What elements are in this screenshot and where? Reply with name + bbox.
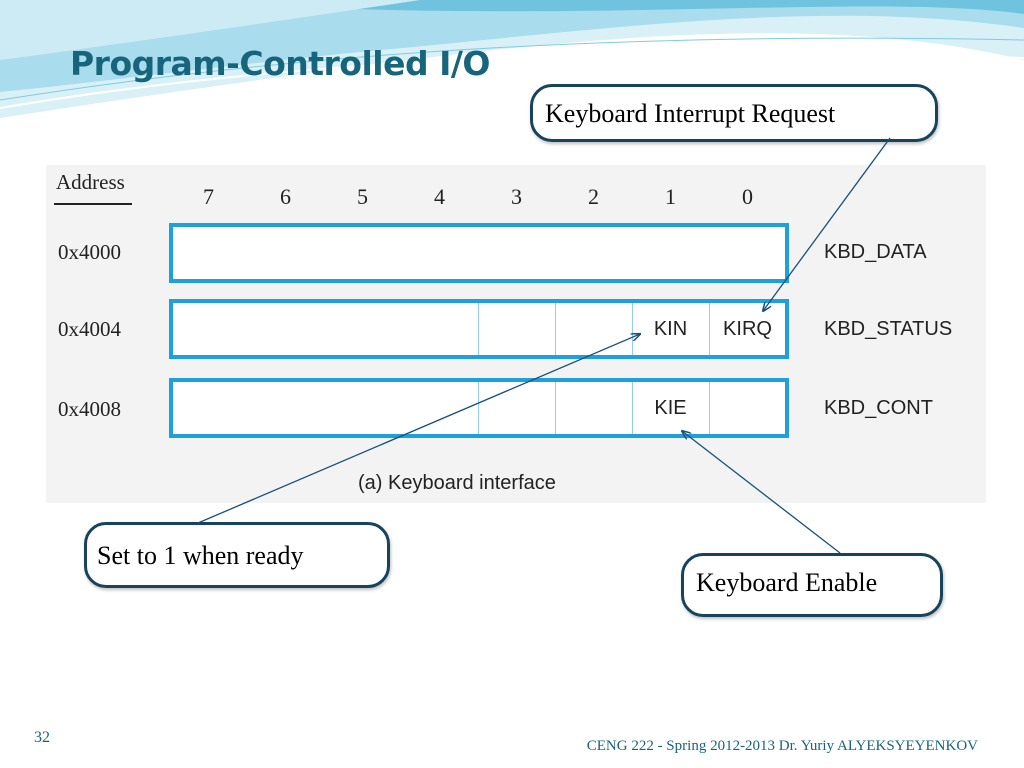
bit-label-kie: KIE: [654, 397, 687, 419]
bit-number-5: 5: [357, 184, 368, 209]
register-address-cont: 0x4008: [58, 397, 121, 421]
register-name-cont: KBD_CONT: [824, 397, 933, 419]
cell-divider: [632, 303, 633, 355]
callout-keyboard-enable: Keyboard Enable: [681, 553, 943, 617]
register-address-data: 0x4000: [58, 240, 121, 264]
register-name-data: KBD_DATA: [824, 241, 927, 263]
bit-number-4: 4: [434, 184, 445, 209]
callout-set-to-1-when-ready: Set to 1 when ready: [84, 522, 390, 588]
register-kbd-cont: KIE: [169, 378, 789, 438]
page-number: 32: [34, 729, 50, 746]
bit-number-6: 6: [280, 184, 291, 209]
register-address-status: 0x4004: [58, 317, 121, 341]
cell-divider: [709, 382, 710, 434]
footer-text: CENG 222 - Spring 2012-2013 Dr. Yuriy AL…: [586, 738, 978, 754]
address-header-underline: [54, 203, 132, 205]
cell-divider: [709, 303, 710, 355]
bit-number-2: 2: [588, 184, 599, 209]
cell-divider: [555, 303, 556, 355]
bit-label-empty: [709, 382, 786, 434]
register-kbd-data: [169, 223, 789, 283]
register-name-status: KBD_STATUS: [824, 318, 953, 340]
address-header: Address: [56, 170, 125, 194]
register-kbd-status: KIN KIRQ: [169, 299, 789, 359]
cell-divider: [478, 382, 479, 434]
callout-keyboard-interrupt-request: Keyboard Interrupt Request: [530, 84, 938, 142]
bit-label-kin: KIN: [653, 318, 688, 340]
bit-number-0: 0: [742, 184, 753, 209]
bit-label-kirq: KIRQ: [723, 318, 772, 340]
bit-number-1: 1: [665, 184, 676, 209]
cell-divider: [555, 382, 556, 434]
cell-divider: [478, 303, 479, 355]
bit-number-3: 3: [511, 184, 522, 209]
figure-caption: (a) Keyboard interface: [358, 472, 556, 494]
slide-title: Program-Controlled I/O: [70, 44, 490, 83]
bit-number-7: 7: [203, 184, 214, 209]
